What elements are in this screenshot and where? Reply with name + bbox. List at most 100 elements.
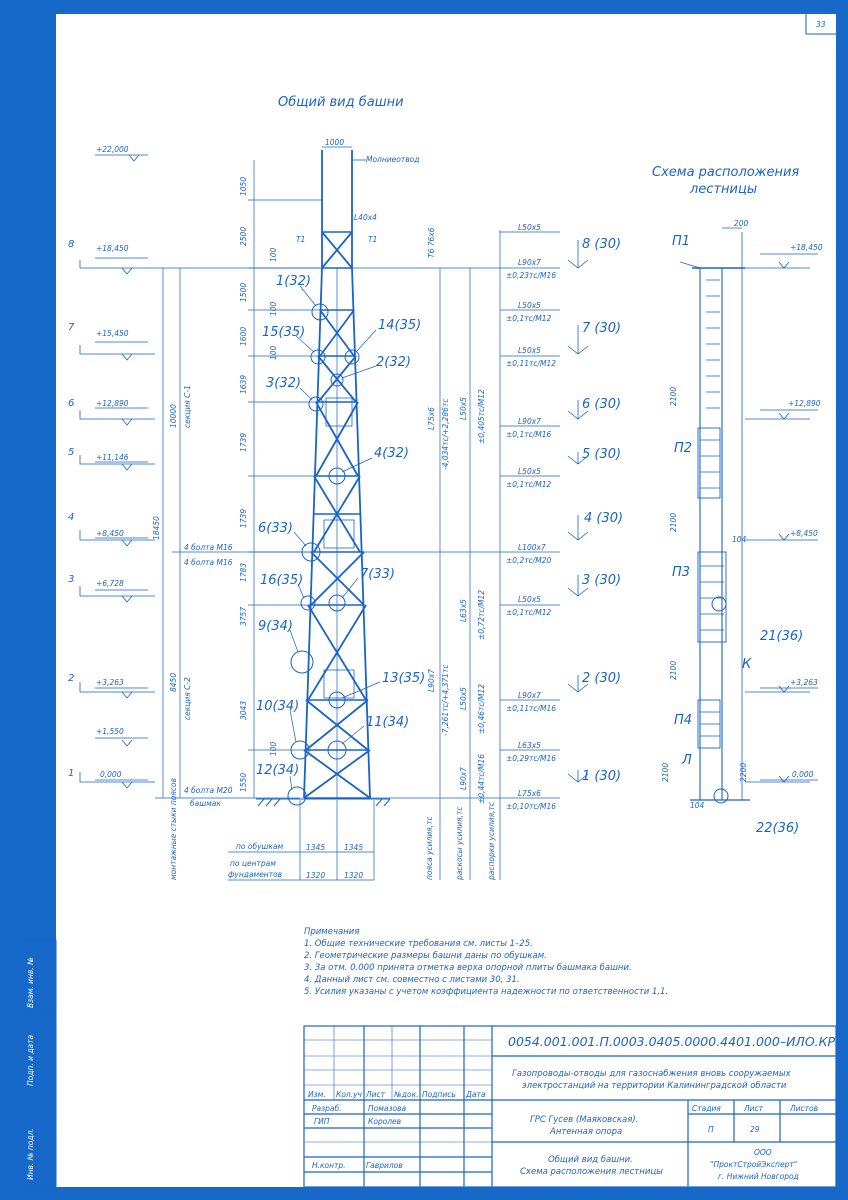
col-l63: L63x5: [459, 599, 468, 622]
member-columns: [352, 230, 501, 880]
panel-9-profile: L90x7: [518, 691, 541, 700]
shoe-label: башмак: [190, 799, 221, 808]
note-1: 1. Общие технические требования см. лист…: [304, 939, 533, 949]
note-5: 5. Усилия указаны с учетом коэффициента …: [304, 987, 668, 997]
document-code: 0054.001.001.П.0003.0405.0000.4401.000–И…: [508, 1034, 847, 1049]
name-developer: Помазова: [368, 1104, 406, 1113]
lightning-rod-label: Молниеотвод: [366, 155, 419, 164]
sheets-header: Листов: [789, 1104, 818, 1113]
dim-sec1: 10000: [169, 404, 178, 428]
panel-8-force: ±0,1тс/М12: [506, 608, 551, 617]
panel-3-force: ±0,1тс/М12: [506, 314, 551, 323]
by-foundation-label-1: по центрам: [230, 859, 276, 868]
col-force-bottom: ±0,44тс/М16: [477, 754, 486, 804]
platform-p2: П2: [674, 441, 692, 456]
col-l50-lower: L50x5: [459, 687, 468, 710]
callout-11-34: 11(34): [366, 715, 409, 730]
inner-platforms: [323, 397, 355, 699]
col-l50-upper: L50x5: [459, 397, 468, 420]
panel-6-force: ±0,1тс/М12: [506, 480, 551, 489]
note-4: 4. Данный лист см. совместно с листами 3…: [304, 975, 520, 985]
ground-line: [256, 798, 391, 807]
col-braces: раскосы усилия,тс: [455, 806, 464, 881]
elev-1550: +1,550: [96, 727, 124, 736]
col-force-diag-lower: ±0,46тс/М12: [477, 684, 486, 734]
callout-7-33: 7(33): [360, 567, 395, 582]
elev-0000: 0,000: [100, 770, 122, 779]
callout-3-32: 3(32): [266, 376, 301, 391]
level-num-3: 3: [68, 574, 74, 585]
note-2: 2. Геометрические размеры башни даны по …: [304, 951, 547, 961]
role-developer: Разраб.: [312, 1104, 341, 1113]
dim-1739a: 1739: [239, 433, 248, 452]
elev-12890: +12,890: [96, 399, 129, 408]
dim-2500: 2500: [239, 227, 248, 246]
platform-p4: П4: [674, 713, 692, 728]
level-labels: +22,000 8 +18,450 7 +15,450 6 +12,890 5 …: [68, 145, 129, 779]
col-struts: распорки усилия,тс: [487, 801, 496, 881]
role-norm-control: Н.контр.: [312, 1161, 346, 1170]
panel-9-force: ±0,11тс/М16: [506, 704, 556, 713]
panel-2-force: ±0,23тс/М16: [506, 271, 556, 280]
overall-dimensions: [155, 267, 320, 799]
hdr-izm: Изм.: [308, 1090, 326, 1099]
dim-100b: 100: [269, 301, 278, 316]
by-chords-label: по обушкам: [236, 842, 284, 851]
bolts-m16-a: 4 болта М16: [184, 543, 233, 552]
panel-11-force: ±0,10тс/М16: [506, 802, 556, 811]
panel-1-profile: L50x5: [518, 223, 541, 232]
panel-7-profile: L100x7: [518, 543, 546, 552]
drawing-sheet: [56, 14, 836, 1187]
ladder-dim-4: 2100: [661, 763, 670, 782]
callout-9-34: 9(34): [258, 619, 293, 634]
ladder-scheme-title: Схема расположения: [652, 165, 799, 180]
ladder-width: 200: [734, 219, 749, 228]
callout-2-32: 2(32): [376, 355, 411, 370]
sheet-number: 33: [816, 20, 826, 29]
right-level-5: 5 (30): [582, 447, 621, 462]
panel-5-profile: L90x7: [518, 417, 541, 426]
ladder-scheme: [679, 227, 750, 804]
by-foundation-label-2: фундаментов: [228, 870, 282, 879]
callout-15-35: 15(35): [262, 325, 305, 340]
platform-l: Л: [681, 753, 692, 768]
panel-labels: L50x5 L90x7 ±0,23тс/М16 L50x5 ±0,1тс/М12…: [506, 223, 556, 811]
right-level-1: 1 (30): [582, 769, 621, 784]
elev-3263: +3,263: [96, 678, 124, 687]
callout-6-33: 6(33): [258, 521, 293, 536]
ladder-dim-1: 2100: [669, 387, 678, 406]
dim-total: 18450: [152, 516, 161, 540]
right-level-7: 7 (30): [582, 321, 621, 336]
name-gip: Королев: [368, 1117, 401, 1126]
dim-sec2-label: секция С-2: [183, 677, 192, 720]
dim-1783: 1783: [239, 563, 248, 582]
callout-1-32: 1(32): [276, 274, 311, 289]
drawing-title-1: Общий вид башни.: [548, 1155, 633, 1165]
level-markers: [79, 154, 155, 789]
role-gip: ГИП: [314, 1117, 330, 1126]
object-line-2: Антенная опора: [549, 1127, 622, 1137]
callout-4-32: 4(32): [374, 446, 409, 461]
panel-7-force: ±0,2тс/М20: [506, 556, 551, 565]
dim-1550: 1550: [239, 773, 248, 792]
width-1320b: 1320: [344, 871, 363, 880]
dim-3043: 3043: [239, 701, 248, 720]
ladder-elev-bottom: 0,000: [792, 770, 814, 779]
tower-horizontals: [304, 231, 370, 799]
ladder-dim-104a: 104: [732, 535, 747, 544]
bolts-m20: 4 болта М20: [184, 786, 233, 795]
stage-value: П: [708, 1125, 714, 1134]
col-l75: L75x6: [427, 407, 436, 430]
org-line-1: ООО: [754, 1148, 772, 1157]
dim-1739b: 1739: [239, 509, 248, 528]
col-force-upper: -4,034тс/+2,286тс: [441, 398, 450, 470]
right-level-labels: 8 (30) 7 (30) 6 (30) 5 (30) 4 (30) 3 (30…: [582, 237, 623, 784]
ladder-labels: 200 П1 П2 П3 П4 Л К 21(36) 22(36) +18,45…: [661, 219, 823, 836]
panel-3-profile: L50x5: [518, 301, 541, 310]
callout-14-35: 14(35): [378, 318, 421, 333]
hdr-list: Лист: [365, 1090, 386, 1099]
dim-1050: 1050: [239, 177, 248, 196]
object-line-1: ГРС Гусев (Маяковская).: [530, 1115, 638, 1125]
dim-100a: 100: [269, 247, 278, 262]
